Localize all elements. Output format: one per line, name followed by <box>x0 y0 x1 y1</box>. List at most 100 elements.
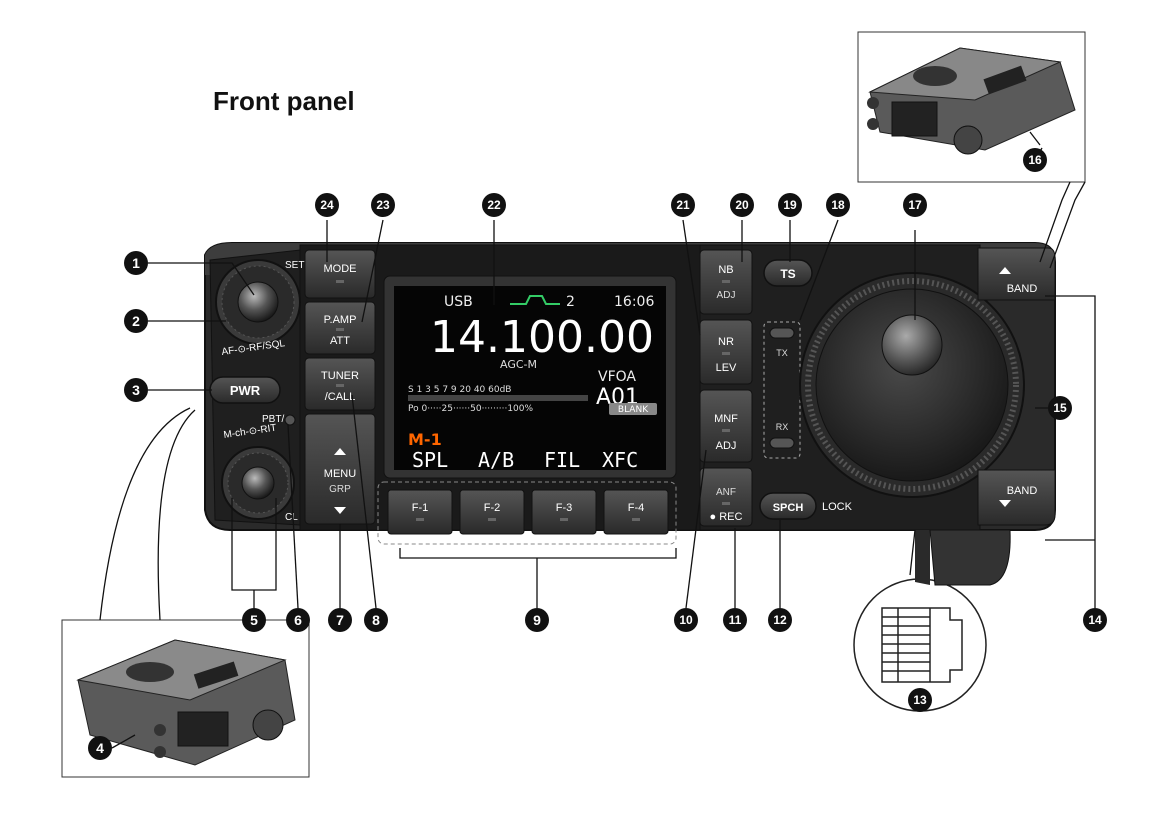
ts-button[interactable]: TS <box>763 259 813 287</box>
rit-led <box>284 414 296 426</box>
pamp-att-button[interactable]: P.AMP ATT <box>304 301 376 355</box>
mode-button[interactable]: MODE <box>304 249 376 299</box>
main-tuning-dial[interactable] <box>799 272 1025 498</box>
f2-label: F-2 <box>484 502 501 514</box>
callout-9: 9 <box>525 608 549 632</box>
callout-5: 5 <box>242 608 266 632</box>
callout-19: 19 <box>778 193 802 217</box>
callout-21: 21 <box>671 193 695 217</box>
rx-led <box>769 437 795 449</box>
f1-label: F-1 <box>412 502 429 514</box>
mnf-button[interactable]: MNF ADJ <box>699 389 753 463</box>
f3-label: F-3 <box>556 502 573 514</box>
arrow-up-icon <box>334 448 346 455</box>
lcd-s-scale: S 1 3 5 7 9 20 40 60dB <box>408 385 511 395</box>
callout-15: 15 <box>1048 396 1072 420</box>
nr-sub-label: LEV <box>716 362 737 374</box>
pwr-button[interactable]: PWR <box>209 376 281 404</box>
page-title: Front panel <box>213 86 355 116</box>
finger-dimple <box>881 314 943 376</box>
svg-text:4: 4 <box>96 740 104 756</box>
callout-24: 24 <box>315 193 339 217</box>
lcd-vfo: VFOA <box>598 369 636 385</box>
svg-text:1: 1 <box>132 255 140 271</box>
set-label: SET <box>285 260 304 271</box>
spch-button[interactable]: SPCH <box>759 492 817 520</box>
callout-13: 13 <box>908 688 932 712</box>
mic-connector-detail <box>853 578 987 712</box>
callout-1: 1 <box>124 251 148 275</box>
softkey-3: FIL <box>544 448 580 472</box>
s-meter-bar <box>408 395 588 401</box>
svg-text:19: 19 <box>783 198 797 212</box>
svg-text:2: 2 <box>132 313 140 329</box>
svg-text:14: 14 <box>1088 613 1102 627</box>
spch-label: SPCH <box>773 502 804 514</box>
menu-label: MENU <box>324 468 356 480</box>
f4-label: F-4 <box>628 502 645 514</box>
anf-button[interactable]: ANF ● REC <box>699 467 753 527</box>
lcd-agc: AGC-M <box>500 358 537 371</box>
callout-3: 3 <box>124 378 148 402</box>
lcd-mode: USB <box>444 294 473 310</box>
svg-text:5: 5 <box>250 612 258 628</box>
lcd-filter: 2 <box>566 294 575 310</box>
band-down-button[interactable]: BAND <box>977 469 1056 526</box>
af-rf-sql-knob[interactable] <box>215 259 301 345</box>
f1-key[interactable]: F-1 <box>387 489 453 535</box>
softkey-4: XFC <box>602 448 638 472</box>
svg-text:24: 24 <box>320 198 334 212</box>
svg-text:11: 11 <box>729 613 742 627</box>
softkey-1: SPL <box>412 448 448 472</box>
lcd-frequency: 14.100.00 <box>430 312 654 363</box>
lcd-display: USB 2 16:06 14.100.00 AGC-M VFOA S 1 3 5… <box>383 275 677 479</box>
lcd-po-scale: Po 0·····25······50·········100% <box>408 404 533 414</box>
svg-text:21: 21 <box>676 198 690 212</box>
nb-button[interactable]: NB ADJ <box>699 249 753 315</box>
callout-18: 18 <box>826 193 850 217</box>
pbt-mch-rit-knob[interactable] <box>221 446 295 520</box>
callout-7: 7 <box>328 608 352 632</box>
svg-text:8: 8 <box>372 612 380 628</box>
tuner-call-button[interactable]: TUNER /CALL <box>304 357 376 411</box>
callout-14: 14 <box>1083 608 1107 632</box>
callout-20: 20 <box>730 193 754 217</box>
lock-label: LOCK <box>822 501 853 513</box>
svg-text:20: 20 <box>735 198 749 212</box>
svg-text:22: 22 <box>487 198 501 212</box>
svg-text:23: 23 <box>376 198 390 212</box>
f3-key[interactable]: F-3 <box>531 489 597 535</box>
svg-text:17: 17 <box>908 198 922 212</box>
callout-4: 4 <box>88 736 112 760</box>
anf-label: ANF <box>716 487 736 498</box>
callout-11: 11 <box>723 608 747 632</box>
mnf-label: MNF <box>714 413 738 425</box>
att-label: ATT <box>330 335 350 347</box>
tx-label: TX <box>776 348 788 358</box>
pbt-label: PBT/ <box>262 414 284 425</box>
f2-key[interactable]: F-2 <box>459 489 525 535</box>
svg-text:3: 3 <box>132 382 140 398</box>
callout-17: 17 <box>903 193 927 217</box>
ts-label: TS <box>780 267 795 281</box>
lcd-blank: BLANK <box>618 405 649 415</box>
svg-text:7: 7 <box>336 612 344 628</box>
nr-button[interactable]: NR LEV <box>699 319 753 385</box>
svg-text:15: 15 <box>1053 401 1067 415</box>
callout-16: 16 <box>1023 148 1047 172</box>
svg-text:13: 13 <box>913 693 927 707</box>
f4-key[interactable]: F-4 <box>603 489 669 535</box>
pamp-label: P.AMP <box>324 314 357 326</box>
callout-6: 6 <box>286 608 310 632</box>
band-down-label: BAND <box>1007 485 1038 497</box>
svg-text:18: 18 <box>831 198 845 212</box>
nb-sub-label: ADJ <box>717 290 736 301</box>
tx-led <box>769 327 795 339</box>
band-up-button[interactable]: BAND <box>977 247 1056 301</box>
cl-label: CL <box>285 512 298 523</box>
leader-lines <box>99 147 1096 621</box>
function-keys-group <box>377 481 677 545</box>
anf-sub-label: ● REC <box>710 511 743 523</box>
arrow-down-icon <box>334 507 346 514</box>
